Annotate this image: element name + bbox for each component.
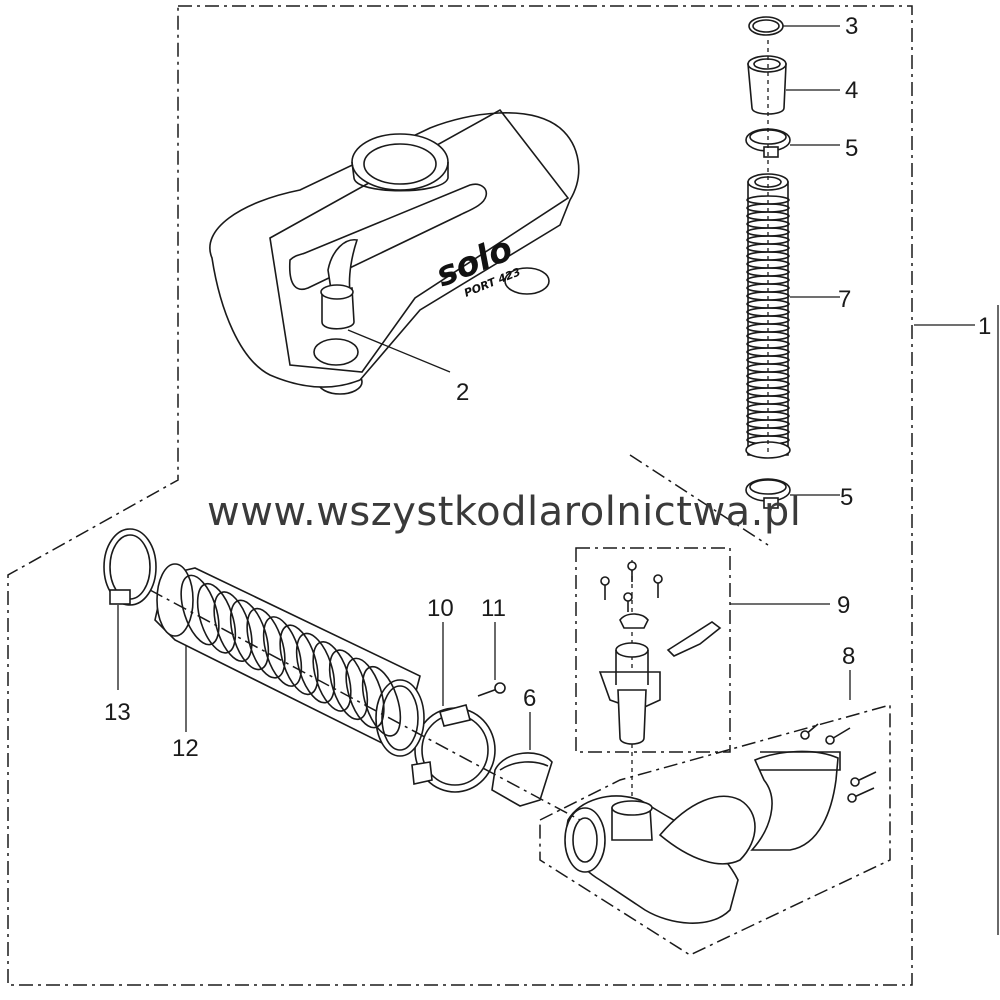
part-label-2: 2 <box>456 379 469 406</box>
o-ring <box>748 16 784 36</box>
part-label-6: 6 <box>523 685 536 712</box>
part-label-3: 3 <box>845 13 858 40</box>
part-label-10: 10 <box>427 595 454 622</box>
tank: solo PORT 423 <box>209 108 580 395</box>
part-label-13: 13 <box>104 699 131 726</box>
part-label-9: 9 <box>837 592 850 619</box>
part-label-8: 8 <box>842 643 855 670</box>
part-label-1: 1 <box>978 313 991 340</box>
connector-sleeve <box>747 55 787 115</box>
part-label-11: 11 <box>481 595 506 622</box>
small-clamp <box>103 528 157 606</box>
solo-logo: solo PORT 423 <box>430 229 522 300</box>
assembly-boundary-1 <box>7 5 913 986</box>
elbow-housing <box>564 723 877 924</box>
part-label-5-bottom: 5 <box>840 484 853 511</box>
screw-11 <box>477 682 506 697</box>
insert-shell <box>491 752 553 807</box>
watermark: www.wszystkodlarolnictwa.pl <box>207 489 801 535</box>
part-label-7: 7 <box>838 286 851 313</box>
large-clamp <box>411 704 496 793</box>
part-label-4: 4 <box>845 77 858 104</box>
part-label-5-top: 5 <box>845 135 858 162</box>
group-9-boundary <box>575 547 731 753</box>
bellows-hose <box>154 563 425 757</box>
valve-assembly <box>598 561 722 745</box>
group-8-boundary <box>539 704 891 956</box>
part-label-12: 12 <box>172 735 199 762</box>
part-labels: 1 2 3 4 5 5 6 7 8 9 10 11 12 13 <box>104 13 991 762</box>
hose-clamp-bottom <box>745 478 791 509</box>
group-1-bracket <box>914 305 999 935</box>
